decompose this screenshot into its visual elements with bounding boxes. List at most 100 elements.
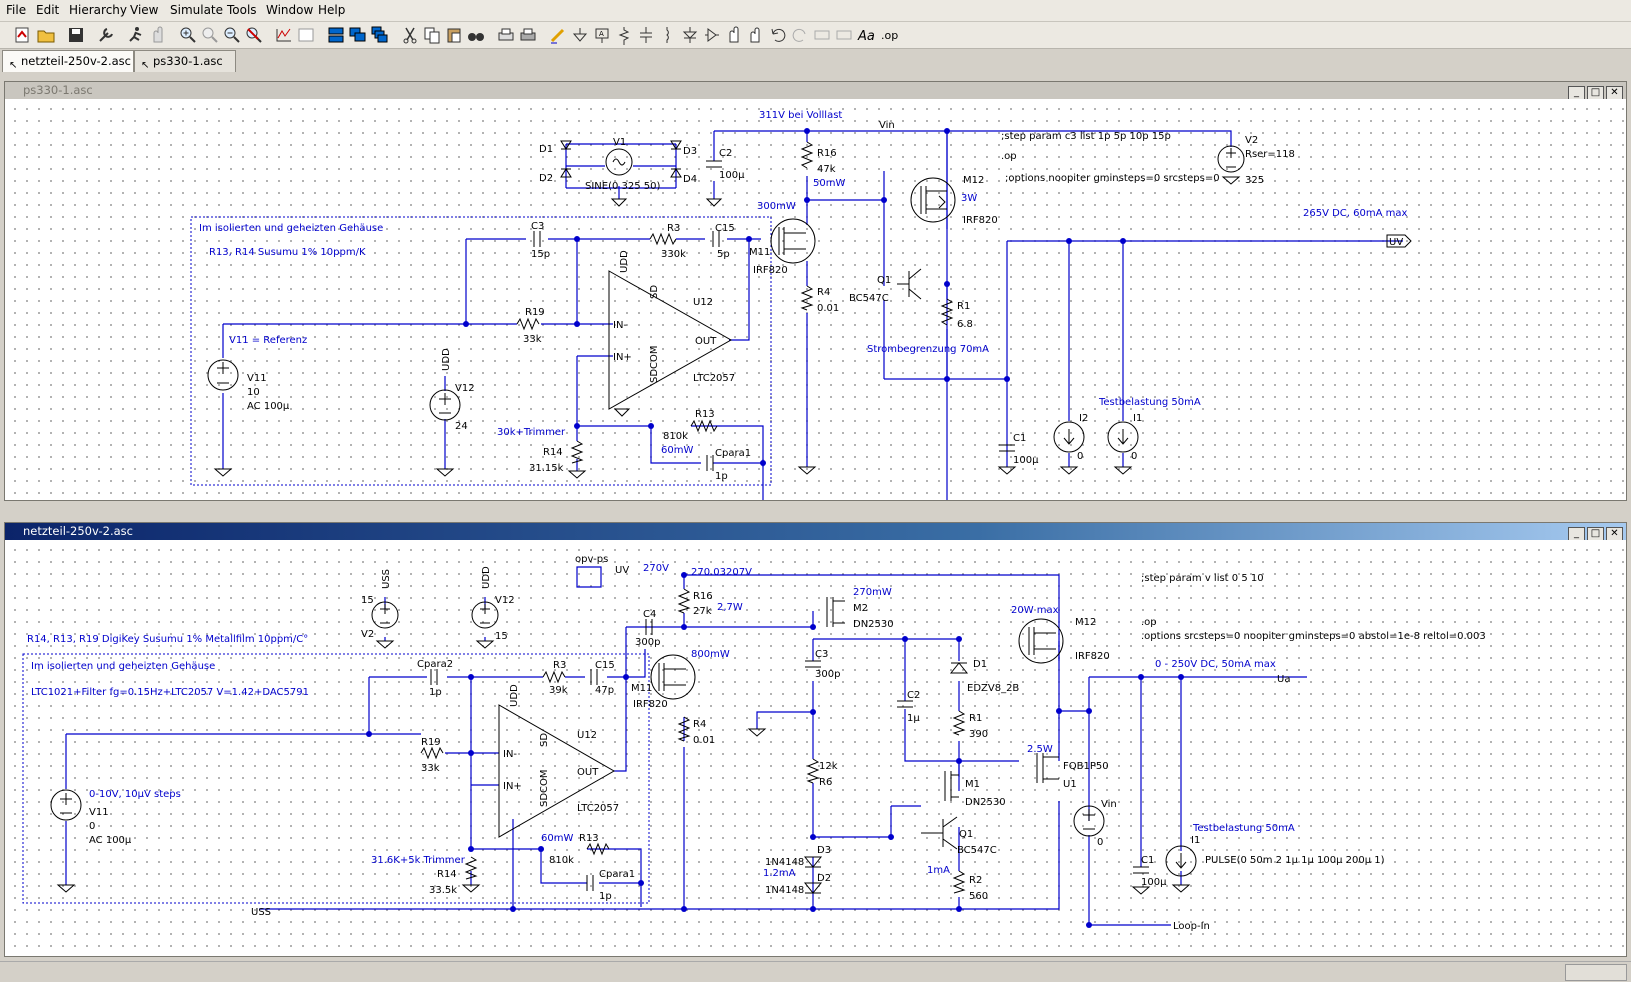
menu-hierarchy[interactable]: Hierarchy xyxy=(69,3,128,17)
part-ref: M12 xyxy=(963,175,984,186)
part-ref: R1 xyxy=(969,713,982,724)
part-ref: R4 xyxy=(693,719,706,730)
autorange-icon[interactable] xyxy=(274,25,294,45)
save-icon[interactable] xyxy=(66,25,86,45)
part-value: 1p xyxy=(715,471,728,482)
wire-icon[interactable] xyxy=(548,25,568,45)
part-value: 1p xyxy=(429,687,442,698)
zoom-cancel-icon[interactable] xyxy=(244,25,264,45)
print-icon[interactable] xyxy=(518,25,538,45)
window-titlebar[interactable]: ps330-1.asc _□✕ xyxy=(5,82,1626,101)
menu-edit[interactable]: Edit xyxy=(36,3,60,17)
part-value: 1N4148 xyxy=(765,885,804,896)
note-resistors: R14, R13, R19 DigiKey Susumu 1% Metallfi… xyxy=(27,634,308,645)
zoom-out-icon[interactable] xyxy=(222,25,242,45)
component-icon[interactable] xyxy=(702,25,722,45)
power-label: 2.5W xyxy=(1027,744,1053,755)
schematic-canvas[interactable]: 311V bei Volllast Vin ;step param c3 lis… xyxy=(5,99,1626,500)
schematic-canvas[interactable]: opv-ps UV 270V 270.03207V 270mW 2,7W 20W… xyxy=(5,540,1626,956)
part-ref: M11 xyxy=(749,247,770,258)
paste-icon[interactable] xyxy=(444,25,464,45)
text-icon[interactable]: Aa xyxy=(856,25,876,45)
capacitor-icon[interactable] xyxy=(636,25,656,45)
directive-op: .op xyxy=(1141,617,1157,628)
part-ref: R6 xyxy=(819,777,832,788)
find-icon[interactable] xyxy=(466,25,486,45)
part-ref: C15 xyxy=(595,660,615,671)
pan-icon[interactable] xyxy=(200,25,220,45)
part-value: 325 xyxy=(1245,175,1264,186)
rotate-icon[interactable] xyxy=(812,25,832,45)
part-value: BC547C xyxy=(849,293,889,304)
note-v11: 0-10V, 10µV steps xyxy=(89,789,181,800)
pin-label: OUT xyxy=(695,336,717,347)
directive-options: ;options noopiter gminsteps=0 srcsteps=0 xyxy=(1005,173,1220,184)
menu-view[interactable]: View xyxy=(130,3,159,17)
part-value: 33k xyxy=(523,334,542,345)
svg-text:.op: .op xyxy=(881,29,898,42)
cascade-icon[interactable] xyxy=(370,25,390,45)
pin-icon: ↖ xyxy=(9,60,18,71)
part-ref: U12 xyxy=(577,730,597,741)
part-value: IRF820 xyxy=(1075,651,1110,662)
cut-icon[interactable] xyxy=(400,25,420,45)
menu-file[interactable]: File xyxy=(6,3,27,17)
schematic-top: 311V bei Volllast Vin ;step param c3 lis… xyxy=(190,110,1412,500)
menu-window[interactable]: Window xyxy=(266,3,314,17)
menu-simulate[interactable]: Simulate xyxy=(170,3,224,17)
part-value: 0 xyxy=(1097,837,1103,848)
part-value: IRF820 xyxy=(753,265,788,276)
maximize-button[interactable]: □ xyxy=(1587,527,1604,542)
new-schematic-icon[interactable] xyxy=(12,25,32,45)
inductor-icon[interactable] xyxy=(658,25,678,45)
directive-op: .op xyxy=(1001,151,1017,162)
part-value: 47p xyxy=(595,685,614,696)
resistor-icon[interactable] xyxy=(614,25,634,45)
note-v11-ref: V11 = Referenz xyxy=(229,335,307,346)
net-uss: USS xyxy=(251,907,271,918)
power-label: 60mW xyxy=(541,833,573,844)
net-ua: Ua xyxy=(1277,674,1290,685)
undo-icon[interactable] xyxy=(768,25,788,45)
part-ref: C1 xyxy=(1141,855,1154,866)
schematic-window-ps330[interactable]: ps330-1.asc _□✕ xyxy=(4,81,1627,501)
control-panel-icon[interactable] xyxy=(96,25,116,45)
part-ref: M1 xyxy=(965,779,980,790)
part-ref: C4 xyxy=(643,609,656,620)
net-udd: UDD xyxy=(481,566,492,589)
schematic-window-netzteil[interactable]: netzteil-250v-2.asc _□✕ xyxy=(4,522,1627,957)
part-value: 300p xyxy=(635,637,660,648)
run-icon[interactable] xyxy=(126,25,146,45)
part-ref: Cpara1 xyxy=(715,448,751,459)
print-preview-icon[interactable] xyxy=(496,25,516,45)
redo-icon[interactable] xyxy=(790,25,810,45)
note-test: Testbelastung 50mA xyxy=(1192,823,1295,834)
window-titlebar[interactable]: netzteil-250v-2.asc _□✕ xyxy=(5,523,1626,542)
open-icon[interactable] xyxy=(36,25,56,45)
mirror-icon[interactable] xyxy=(834,25,854,45)
tile-horizontal-icon[interactable] xyxy=(326,25,346,45)
part-ref: V2 xyxy=(1245,135,1258,146)
tab-ps330[interactable]: ↖ps330-1.asc xyxy=(134,50,236,72)
drag-icon[interactable] xyxy=(746,25,766,45)
part-value: DN2530 xyxy=(853,619,894,630)
part-ref: V11 xyxy=(247,373,267,384)
part-ref: C3 xyxy=(815,649,828,660)
close-button[interactable]: ✕ xyxy=(1606,86,1623,101)
menu-help[interactable]: Help xyxy=(318,3,346,17)
tab-netzteil[interactable]: ↖netzteil-250v-2.asc xyxy=(2,50,134,72)
zoom-in-icon[interactable] xyxy=(178,25,198,45)
part-ref: D2 xyxy=(539,173,553,184)
part-ref: Q1 xyxy=(959,829,973,840)
ground-icon[interactable] xyxy=(570,25,590,45)
pin-label: SD xyxy=(539,733,550,747)
label-net-icon[interactable]: A xyxy=(592,25,612,45)
view-netlist-icon[interactable] xyxy=(296,25,316,45)
halt-icon[interactable] xyxy=(148,25,168,45)
spice-directive-icon[interactable]: .op xyxy=(878,25,898,45)
tile-vertical-icon[interactable] xyxy=(348,25,368,45)
copy-icon[interactable] xyxy=(422,25,442,45)
menu-tools[interactable]: Tools xyxy=(227,3,257,17)
diode-icon[interactable] xyxy=(680,25,700,45)
move-icon[interactable] xyxy=(724,25,744,45)
